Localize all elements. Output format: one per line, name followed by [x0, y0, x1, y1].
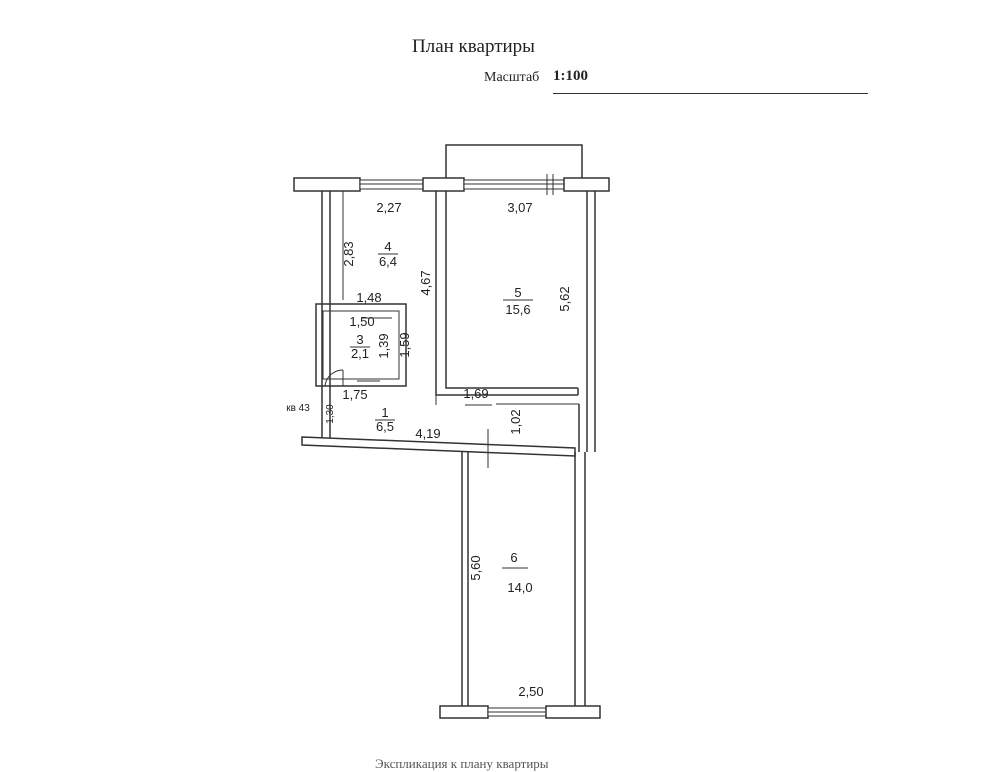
room-number: 6 [510, 550, 517, 565]
bathroom-outer [315, 303, 407, 387]
room-number: 5 [514, 285, 521, 300]
dimension-label: 4,19 [415, 426, 440, 441]
top-wall-segment-right [563, 177, 610, 192]
neighbor-label: кв 43 [286, 403, 310, 414]
dimension-label: 1,02 [508, 409, 523, 434]
dimension-label: 5,60 [468, 555, 483, 580]
room-area: 15,6 [505, 302, 530, 317]
scale-value: 1:100 [553, 68, 588, 84]
scale-underline [553, 93, 868, 94]
dimension-label: 1,75 [342, 387, 367, 402]
room-number: 1 [381, 405, 388, 420]
room-area: 2,1 [351, 346, 369, 361]
dimension-label: 4,67 [418, 270, 433, 295]
bottom-wall-left [439, 705, 489, 719]
walls [293, 144, 610, 719]
dimension-label: 5,62 [557, 286, 572, 311]
bathroom-inner [322, 310, 400, 380]
explication-heading: Экспликация к плану квартиры [375, 756, 549, 771]
room-area: 6,4 [379, 254, 397, 269]
dimension-labels-vertical: 2,83 4,67 5,62 1,39 1,59 1,02 1,30 5,60 [325, 241, 572, 580]
dimension-label: 3,07 [507, 200, 532, 215]
dimension-label: 1,39 [376, 333, 391, 358]
room-area: 6,5 [376, 419, 394, 434]
top-wall-segment-mid [422, 177, 465, 192]
room-labels: 4 6,4 5 15,6 3 2,1 1 6,5 6 14,0 [350, 239, 533, 595]
dimension-labels: 2,27 3,07 1,48 1,50 1,75 1,69 4,19 2,50 … [286, 200, 543, 699]
dimension-label: 1,69 [463, 386, 488, 401]
bathroom-door-arc [324, 369, 344, 387]
room-area: 14,0 [507, 580, 532, 595]
dimension-label: 1,30 [325, 404, 336, 424]
balcony-outline [445, 144, 583, 180]
room-number: 3 [356, 332, 363, 347]
dimension-label: 1,59 [397, 332, 412, 357]
room-number: 4 [384, 239, 391, 254]
scale-label: Масштаб [484, 70, 540, 85]
top-wall-segment-left [293, 177, 361, 192]
dimension-label: 2,27 [376, 200, 401, 215]
dimension-label: 1,50 [349, 314, 374, 329]
dimension-label: 1,48 [356, 290, 381, 305]
dimension-label: 2,83 [341, 241, 356, 266]
dimension-label: 2,50 [518, 684, 543, 699]
plan-title: План квартиры [412, 36, 535, 57]
bottom-wall-right [545, 705, 601, 719]
